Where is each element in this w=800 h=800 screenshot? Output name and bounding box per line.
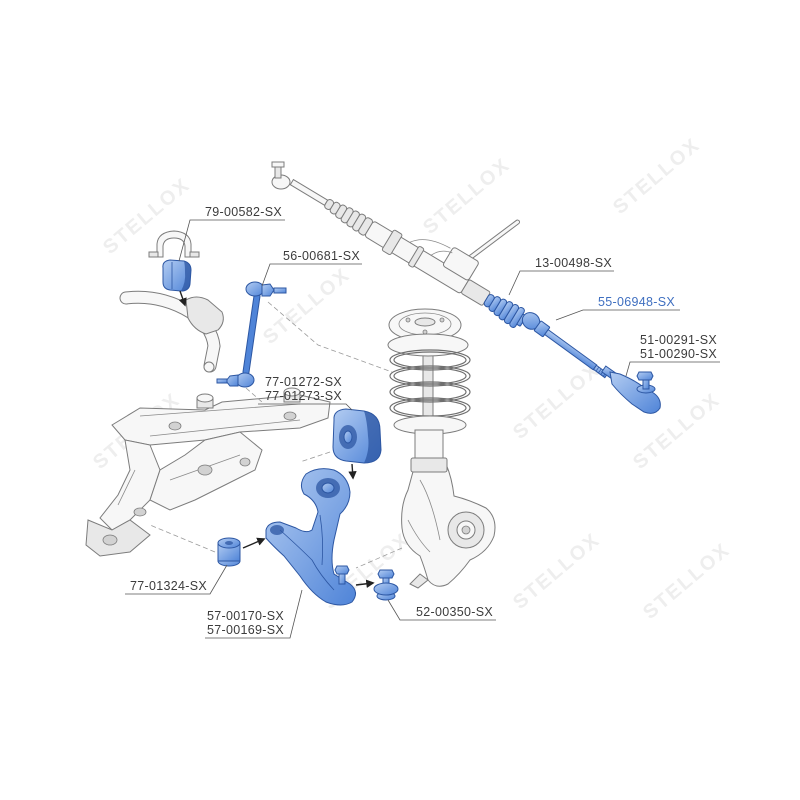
rear-arm-bushing-label: 77-01324-SX (130, 579, 207, 593)
steering-knuckle (401, 457, 496, 589)
assembly-guides (149, 301, 403, 569)
arrow-icon (178, 290, 187, 307)
control-arm-bushing-rear (217, 537, 241, 567)
tie-rod-end-label-b: 51-00290-SX (640, 347, 717, 361)
watermark-text: STELLOX (609, 134, 705, 219)
stabilizer-link (216, 281, 287, 388)
arrow-icon (355, 579, 375, 588)
leader-lines (125, 219, 720, 639)
control-arm-label-b: 57-00169-SX (207, 623, 284, 637)
part-labels: 79-00582-SX 56-00681-SX 13-00498-SX 55-0… (130, 205, 717, 637)
watermark: STELLOX STELLOX STELLOX STELLOX STELLOX … (89, 134, 735, 624)
watermark-text: STELLOX (639, 539, 735, 624)
stabilizer-bar (119, 290, 224, 373)
steering-boot (483, 294, 527, 328)
stabilizer-bushing (162, 259, 192, 292)
control-arm-bushing-front (332, 408, 382, 464)
arm-bushing-label-a: 77-01272-SX (265, 375, 342, 389)
arrow-icon (242, 537, 266, 549)
watermark-text: STELLOX (99, 174, 195, 259)
watermark-text: STELLOX (509, 359, 605, 444)
stabilizer-link-label: 56-00681-SX (283, 249, 360, 263)
tie-rod-end (601, 365, 661, 414)
tie-rod-end-label-a: 51-00291-SX (640, 333, 717, 347)
ball-joint-label: 52-00350-SX (416, 605, 493, 619)
inner-tie-rod (521, 312, 609, 379)
subframe (85, 387, 331, 557)
strut-assembly (387, 308, 471, 471)
arm-bushing-label-b: 77-01273-SX (265, 389, 342, 403)
steering-boot-label: 13-00498-SX (535, 256, 612, 270)
control-arm-label-a: 57-00170-SX (207, 609, 284, 623)
stabilizer-bracket (148, 230, 200, 258)
stabilizer-bushing-label: 79-00582-SX (205, 205, 282, 219)
arm-ball-joint-stud (334, 565, 350, 585)
inner-tie-rod-label: 55-06948-SX (598, 295, 675, 309)
arrow-icon (348, 463, 357, 480)
control-arm (265, 468, 356, 606)
watermark-text: STELLOX (419, 154, 515, 239)
assembly-arrows (178, 290, 375, 588)
watermark-text: STELLOX (259, 264, 355, 349)
steering-rack (271, 161, 521, 306)
ball-joint (373, 569, 399, 601)
watermark-text: STELLOX (509, 529, 605, 614)
